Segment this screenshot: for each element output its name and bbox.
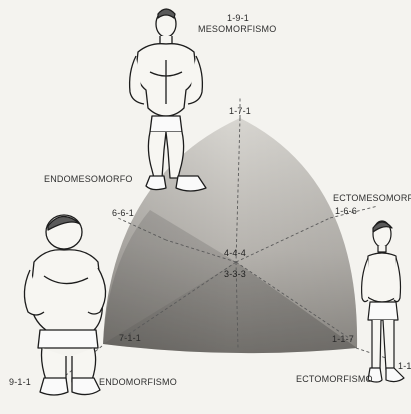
endomorph-label: ENDOMORFISMO — [99, 377, 177, 387]
ectomorph-label: ECTOMORFISMO — [296, 374, 373, 384]
ectomorph-vertex-code: 1-1-7 — [332, 334, 354, 344]
endomorph-figure-icon — [24, 215, 105, 395]
ectomorph-figure-icon — [362, 221, 404, 382]
endomesomorph-code: 6-6-1 — [112, 208, 134, 218]
ectomesomorph-label: ECTOMESOMORF — [333, 193, 411, 203]
ectomesomorph-code: 1-6-6 — [335, 206, 357, 216]
endomorph-extreme-code: 9-1-1 — [9, 377, 31, 387]
endomorph-vertex-code: 7-1-1 — [119, 333, 141, 343]
endomesomorph-label: ENDOMESOMORFO — [44, 174, 133, 184]
ectomorph-extreme-code: 1-1 — [398, 361, 411, 371]
mesomorph-label: MESOMORFISMO — [198, 24, 276, 34]
center-upper-code: 4-4-4 — [224, 248, 246, 258]
center-lower-code: 3-3-3 — [224, 269, 246, 279]
mesomorph-extreme-code: 1-9-1 — [227, 13, 249, 23]
mesomorph-vertex-code: 1-7-1 — [229, 106, 251, 116]
